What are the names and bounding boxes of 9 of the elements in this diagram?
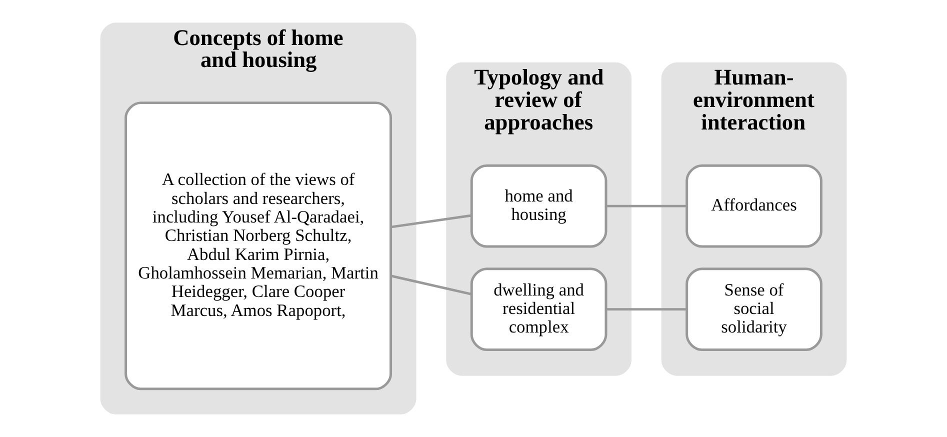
connector [606, 308, 687, 311]
node-box: dwelling and residential complex [470, 268, 608, 351]
node-box: Affordances [686, 164, 822, 248]
node-box: home and housing [470, 164, 608, 248]
node-box: A collection of the views of scholars and researchers, including Yousef Al-Qaradaei, Christian Norberg Schultz, Abdul Karim Pirnia, Gholamhossein Memarian, Martin Heidegger, Clare Cooper Marcus, Amos Rapoport, [124, 102, 392, 390]
connector [390, 214, 472, 228]
connector [390, 274, 472, 296]
node-box: Sense of social solidarity [686, 268, 822, 351]
connector [606, 204, 687, 208]
